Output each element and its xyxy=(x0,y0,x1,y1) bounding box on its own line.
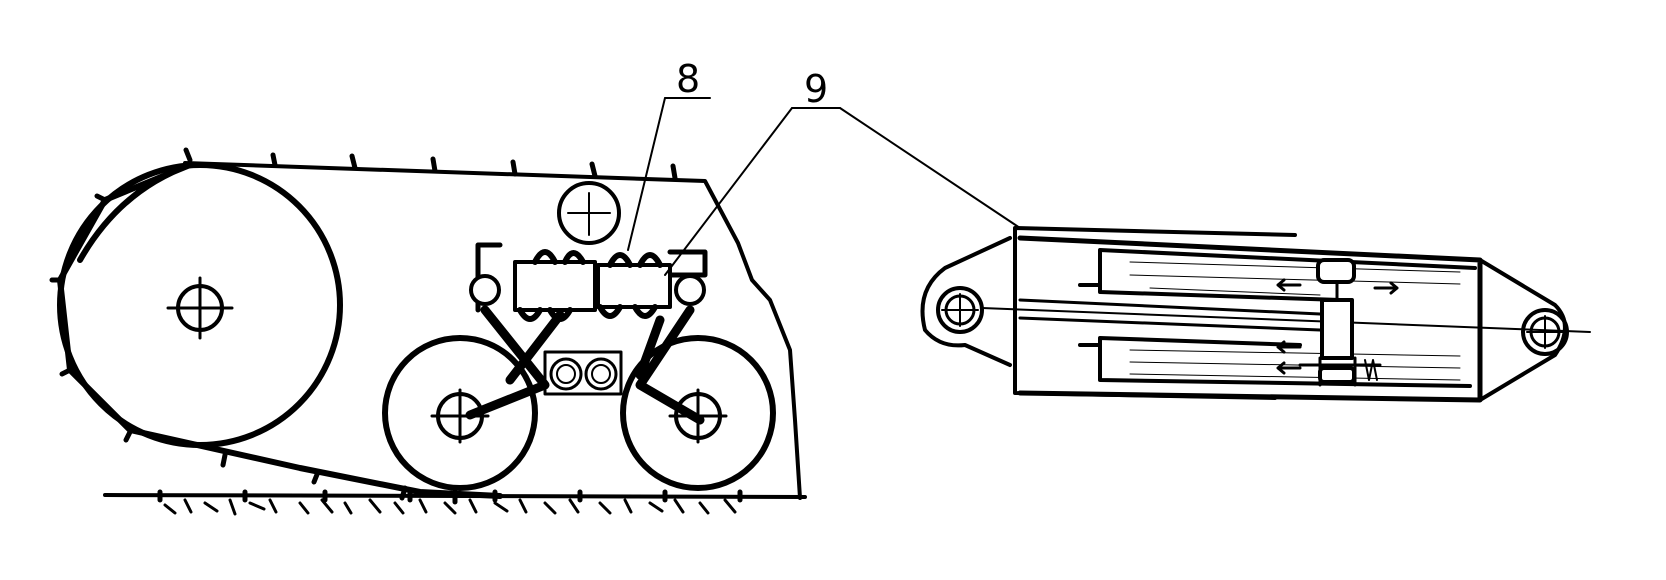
callout-label-8: 8 xyxy=(676,57,700,101)
right-eye-mount xyxy=(1521,308,1569,356)
arrow-icon xyxy=(1276,278,1399,375)
spring-damper-pack xyxy=(469,242,708,322)
suspension-arms xyxy=(465,305,705,425)
track-lugs xyxy=(49,147,743,505)
valve-assembly xyxy=(1298,258,1382,387)
upper-chamber xyxy=(1078,248,1477,302)
bogie-block xyxy=(543,350,623,396)
hydraulic-cylinder xyxy=(920,226,1591,403)
callout-label-9: 9 xyxy=(804,67,828,111)
road-wheel-left xyxy=(382,335,538,491)
track-band xyxy=(57,162,503,499)
hull-outline xyxy=(183,161,802,500)
lower-chamber xyxy=(1078,336,1472,388)
piston-rod xyxy=(981,307,1591,333)
left-eye-mount xyxy=(920,236,1012,367)
track-suspension-assembly xyxy=(49,97,1021,516)
leader-lines xyxy=(627,97,1021,276)
support-roller xyxy=(557,181,621,245)
